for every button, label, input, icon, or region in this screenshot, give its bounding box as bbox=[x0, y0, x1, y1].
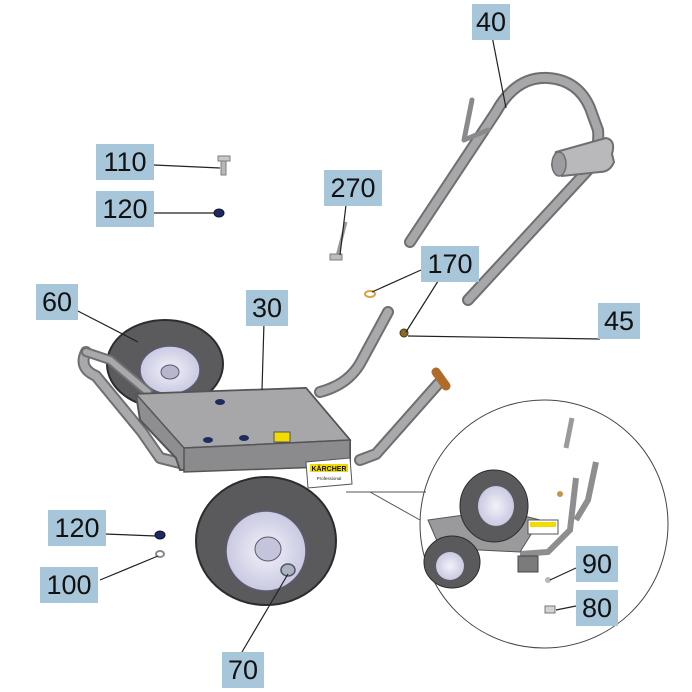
brand-subtext: Professional bbox=[317, 476, 342, 481]
callout-40: 40 bbox=[472, 4, 510, 40]
callout-100: 100 bbox=[40, 567, 98, 603]
bolt-270 bbox=[329, 221, 348, 261]
detail-view bbox=[346, 399, 669, 649]
front-wheel bbox=[195, 476, 337, 606]
screw-110 bbox=[217, 155, 231, 176]
callout-110: 110 bbox=[96, 144, 154, 180]
handle-grip bbox=[550, 136, 616, 178]
callout-45: 45 bbox=[598, 303, 640, 339]
callout-170: 170 bbox=[421, 246, 479, 282]
callout-270: 270 bbox=[324, 170, 382, 206]
frame-tubes bbox=[77, 306, 451, 472]
nut-120-top bbox=[213, 208, 225, 218]
callout-120-top: 120 bbox=[96, 191, 154, 227]
clip-170 bbox=[364, 290, 376, 298]
callout-70: 70 bbox=[222, 652, 264, 688]
callout-90: 90 bbox=[576, 546, 618, 582]
nut-120-bottom bbox=[154, 530, 166, 540]
callout-80: 80 bbox=[576, 590, 618, 626]
callout-30: 30 bbox=[246, 290, 288, 326]
washer-100 bbox=[155, 550, 165, 558]
brand-sticker: KÄRCHER Professional bbox=[305, 457, 353, 489]
leader-lines bbox=[71, 35, 601, 653]
base-plate bbox=[134, 386, 352, 473]
brand-text: KÄRCHER bbox=[312, 465, 347, 473]
callout-60: 60 bbox=[36, 284, 78, 320]
callout-120-bottom: 120 bbox=[48, 510, 106, 546]
